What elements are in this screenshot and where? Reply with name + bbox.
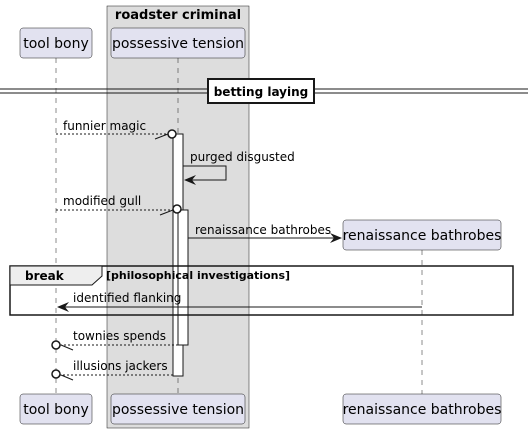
participant-tool-bony-bottom[interactable]: tool bony: [19, 393, 93, 425]
participant-label: renaissance bathrobes: [343, 402, 502, 418]
message-label: identified flanking: [73, 291, 181, 305]
message-label: townies spends: [73, 329, 166, 343]
message-label: modified gull: [63, 194, 141, 208]
fragment-keyword: break: [25, 269, 65, 283]
participant-label: renaissance bathrobes: [343, 228, 502, 244]
message-label: illusions jackers: [73, 359, 168, 373]
activation-bar: [177, 209, 189, 346]
participant-renaissance-bathrobes-top[interactable]: renaissance bathrobes: [343, 219, 502, 251]
message-townies-spends: townies spends: [51, 329, 178, 351]
message-funnier-magic: funnier magic: [56, 119, 177, 140]
fragment-condition: [philosophical investigations]: [106, 269, 290, 282]
participant-label: possessive tension: [112, 402, 244, 418]
participant-label: possessive tension: [112, 36, 244, 52]
participant-renaissance-bathrobes-bottom[interactable]: renaissance bathrobes: [343, 393, 502, 425]
message-modified-gull: modified gull: [56, 194, 182, 216]
participant-box-title: roadster criminal: [115, 8, 241, 23]
message-illusions-jackers: illusions jackers: [51, 359, 173, 381]
break-fragment: break [philosophical investigations]: [9, 265, 514, 316]
divider: betting laying: [0, 78, 528, 104]
message-label: renaissance bathrobes: [195, 223, 331, 237]
message-renaissance-bathrobes: renaissance bathrobes: [188, 223, 342, 243]
message-label: purged disgusted: [190, 150, 295, 164]
participant-tool-bony-top[interactable]: tool bony: [19, 27, 93, 59]
message-purged-disgusted: purged disgusted: [183, 150, 295, 185]
participant-label: tool bony: [23, 402, 89, 418]
participant-possessive-tension-top[interactable]: possessive tension: [110, 27, 246, 59]
divider-label: betting laying: [214, 85, 309, 99]
participant-label: tool bony: [23, 36, 89, 52]
message-identified-flanking: identified flanking: [57, 291, 422, 312]
participant-possessive-tension-bottom[interactable]: possessive tension: [110, 393, 246, 425]
message-label: funnier magic: [63, 119, 146, 133]
